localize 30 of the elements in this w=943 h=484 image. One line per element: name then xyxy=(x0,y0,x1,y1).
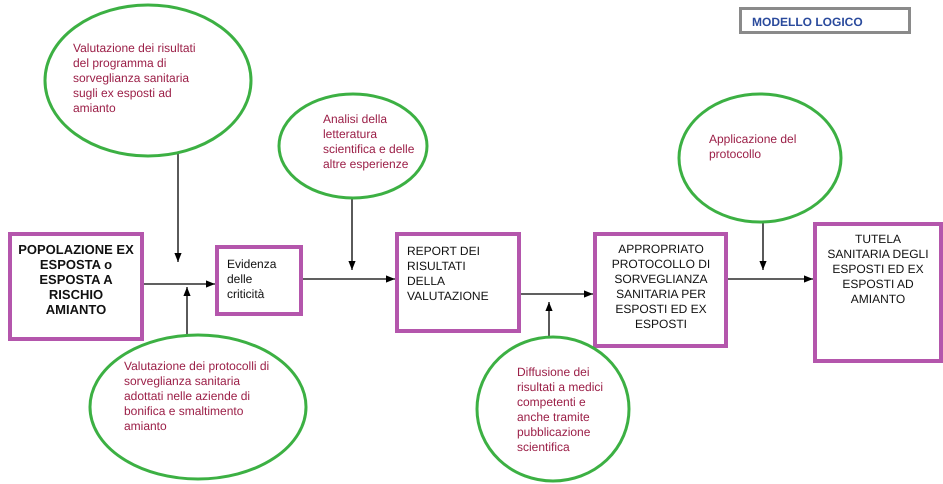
process-box xyxy=(215,245,303,316)
arrow xyxy=(303,275,395,283)
arrow xyxy=(759,222,767,270)
process-box xyxy=(813,222,943,363)
node-text: Applicazione del protocollo xyxy=(709,132,798,162)
arrow xyxy=(545,302,553,338)
input-ellipse xyxy=(677,92,843,224)
node-text: TUTELA SANITARIA DEGLI ESPOSTI ED EX ESPOSTI AD AMIANTO xyxy=(826,232,930,307)
node-text: Valutazione dei risultati del programma di sorveglianza sanitaria sugli ex esposti ad amianto xyxy=(73,41,197,116)
input-ellipse xyxy=(475,335,631,483)
node-text: REPORT DEI RISULTATI DELLA VALUTAZIONE xyxy=(407,244,490,304)
input-ellipse xyxy=(277,92,429,200)
arrow xyxy=(174,152,182,262)
node-text: Diffusione dei risultati a medici competenti e anche tramite pubblicazione scientifica xyxy=(517,365,604,455)
process-box xyxy=(395,232,521,333)
arrow xyxy=(144,280,215,288)
node-text: Valutazione dei protocolli di sorveglianza sanitaria adottati nelle aziende di bonifica e smaltimento amianto xyxy=(124,359,270,434)
process-box xyxy=(8,232,144,341)
process-box xyxy=(593,232,728,348)
input-ellipse xyxy=(43,3,253,158)
arrow xyxy=(183,287,191,336)
arrow xyxy=(348,198,356,270)
node-text: Analisi della letteratura scientifica e delle altre esperienze xyxy=(323,112,416,172)
diagram-title: MODELLO LOGICO xyxy=(739,7,911,34)
arrow xyxy=(521,290,593,298)
arrow xyxy=(728,275,813,283)
node-text: APPROPRIATO PROTOCOLLO DI SORVEGLIANZA SANITARIA PER ESPOSTI ED EX ESPOSTI xyxy=(610,242,712,332)
node-text: Evidenza delle criticità xyxy=(227,257,278,302)
node-text: POPOLAZIONE EX ESPOSTA o ESPOSTA A RISCHIO AMIANTO xyxy=(18,242,134,317)
input-ellipse xyxy=(88,333,308,481)
